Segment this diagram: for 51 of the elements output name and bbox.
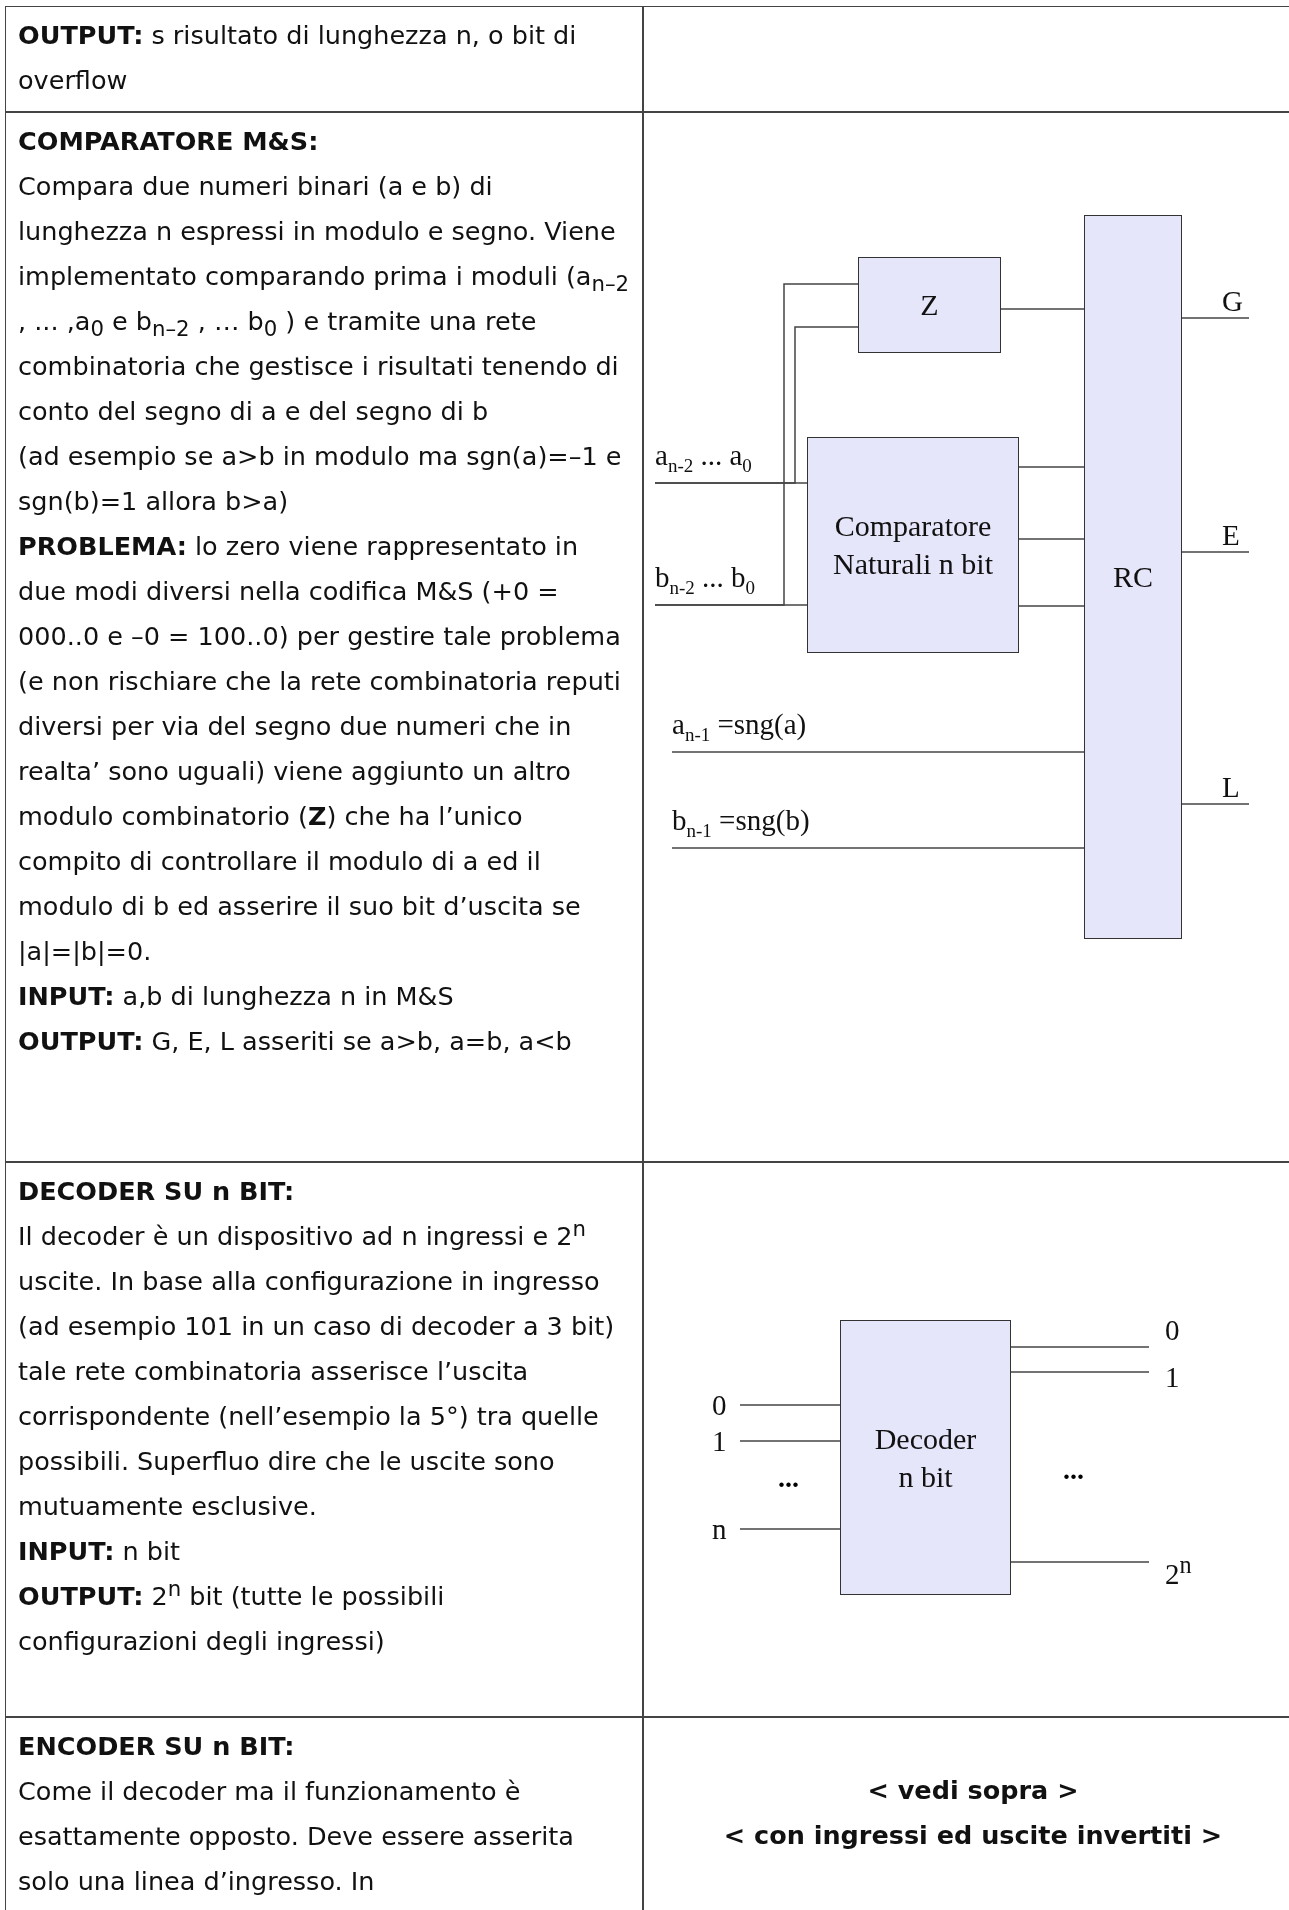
cell-text: OUTPUT: s risultato di lunghezza n, o bit di overflow bbox=[18, 19, 578, 97]
decoder-box: Decoder n bit bbox=[840, 1320, 1011, 1595]
wire bbox=[739, 1528, 841, 1530]
cell-text: < vedi sopra > bbox=[866, 1774, 1080, 1807]
ellipsis-label: ... bbox=[1063, 1454, 1084, 1486]
comparator-box: Comparatore Naturali n bit bbox=[807, 437, 1019, 653]
wire bbox=[1018, 538, 1085, 540]
signal-label: 2$^{n}$ bbox=[1149, 1553, 1205, 1591]
signal-label: a$_{n-1}$ =sng(a) bbox=[672, 709, 822, 752]
wire bbox=[1181, 317, 1250, 319]
wire bbox=[739, 1404, 841, 1406]
signal-label: 0 bbox=[712, 1388, 740, 1422]
signal-label: 0 bbox=[1149, 1313, 1197, 1347]
wire bbox=[739, 1440, 841, 1442]
wire bbox=[1018, 605, 1085, 607]
signal-label: n bbox=[712, 1512, 740, 1546]
cell-text: INPUT: a,b di lunghezza n in M&S bbox=[18, 980, 455, 1013]
wire bbox=[671, 751, 1085, 753]
cell-text: INPUT: n bit bbox=[18, 1535, 182, 1568]
wire bbox=[1010, 1346, 1150, 1348]
cell-text: OUTPUT: 2$^{n}$ bit (tutte le possibili configurazioni degli ingressi) bbox=[18, 1574, 446, 1658]
signal-label: 1 bbox=[712, 1424, 740, 1458]
cell-text: Come il decoder ma il funzionamento è esattamente opposto. Deve essere asserita solo una linea d’ingresso. In bbox=[18, 1775, 575, 1898]
section-heading: ENCODER SU n BIT: bbox=[18, 1730, 296, 1763]
wire bbox=[1181, 551, 1250, 553]
signal-label: G bbox=[1222, 278, 1249, 318]
wire bbox=[1000, 308, 1085, 310]
logic-block-box: RC bbox=[1084, 215, 1182, 939]
ellipsis-label: ... bbox=[778, 1462, 799, 1494]
cell-text: OUTPUT: G, E, L asseriti se a>b, a=b, a<b bbox=[18, 1025, 573, 1058]
wire bbox=[654, 326, 859, 484]
wire bbox=[654, 283, 859, 606]
signal-label: a$_{n-2}$ ... a$_{0}$ bbox=[655, 441, 767, 483]
wire bbox=[671, 847, 1085, 849]
logic-block-box: Z bbox=[858, 257, 1001, 353]
cell-text: PROBLEMA: lo zero viene rappresentato in due modi diversi nella codifica M&S (+0 = 000..0 e –0 = 100..0) per gestire tale problema (e non rischiare che la rete combinatoria reputi diversi per via del segno due numeri che in realta’ sono uguali) viene aggiunto un altro modulo combinatorio (Z) che ha l’unico compito di controllare il modulo di a ed il modulo di b ed asserire il suo bit d’uscita se |a|=|b|=0. bbox=[18, 530, 622, 968]
signal-label: b$_{n-1}$ =sng(b) bbox=[672, 805, 822, 848]
wire bbox=[1010, 1561, 1150, 1563]
wire bbox=[1010, 1371, 1150, 1373]
signal-label: E bbox=[1222, 512, 1249, 552]
signal-label: L bbox=[1222, 764, 1249, 804]
section-heading: COMPARATORE M&S: bbox=[18, 125, 320, 158]
signal-label: 1 bbox=[1149, 1360, 1197, 1394]
wire bbox=[1018, 466, 1085, 468]
cell-text: Il decoder è un dispositivo ad n ingressi e 2$^{n}$ uscite. In base alla configurazione in ingresso (ad esempio 101 in un caso di decoder a 3 bit) tale rete combinatoria asserisce l’uscita corrispondente (nell’esempio la 5°) tra quelle possibili. Superfluo dire che le uscite sono mutuamente esclusive. bbox=[18, 1214, 616, 1523]
cell-text: < con ingressi ed uscite invertiti > bbox=[722, 1819, 1224, 1852]
section-heading: DECODER SU n BIT: bbox=[18, 1175, 296, 1208]
cell-text: (ad esempio se a>b in modulo ma sgn(a)=–1 e sgn(b)=1 allora b>a) bbox=[18, 440, 623, 518]
wire bbox=[1181, 803, 1250, 805]
signal-label: b$_{n-2}$ ... b$_{0}$ bbox=[655, 563, 767, 605]
cell-text: Compara due numeri binari (a e b) di lunghezza n espressi in modulo e segno. Viene implementato comparando prima i moduli (a$_{n–2}$ , ... ,a$_{0}$ e b$_{n–2}$ , … b$_{0}$ ) e tramite una rete combinatoria che gestisce i risultati tenendo di conto del segno di a e del segno di b bbox=[18, 170, 630, 428]
